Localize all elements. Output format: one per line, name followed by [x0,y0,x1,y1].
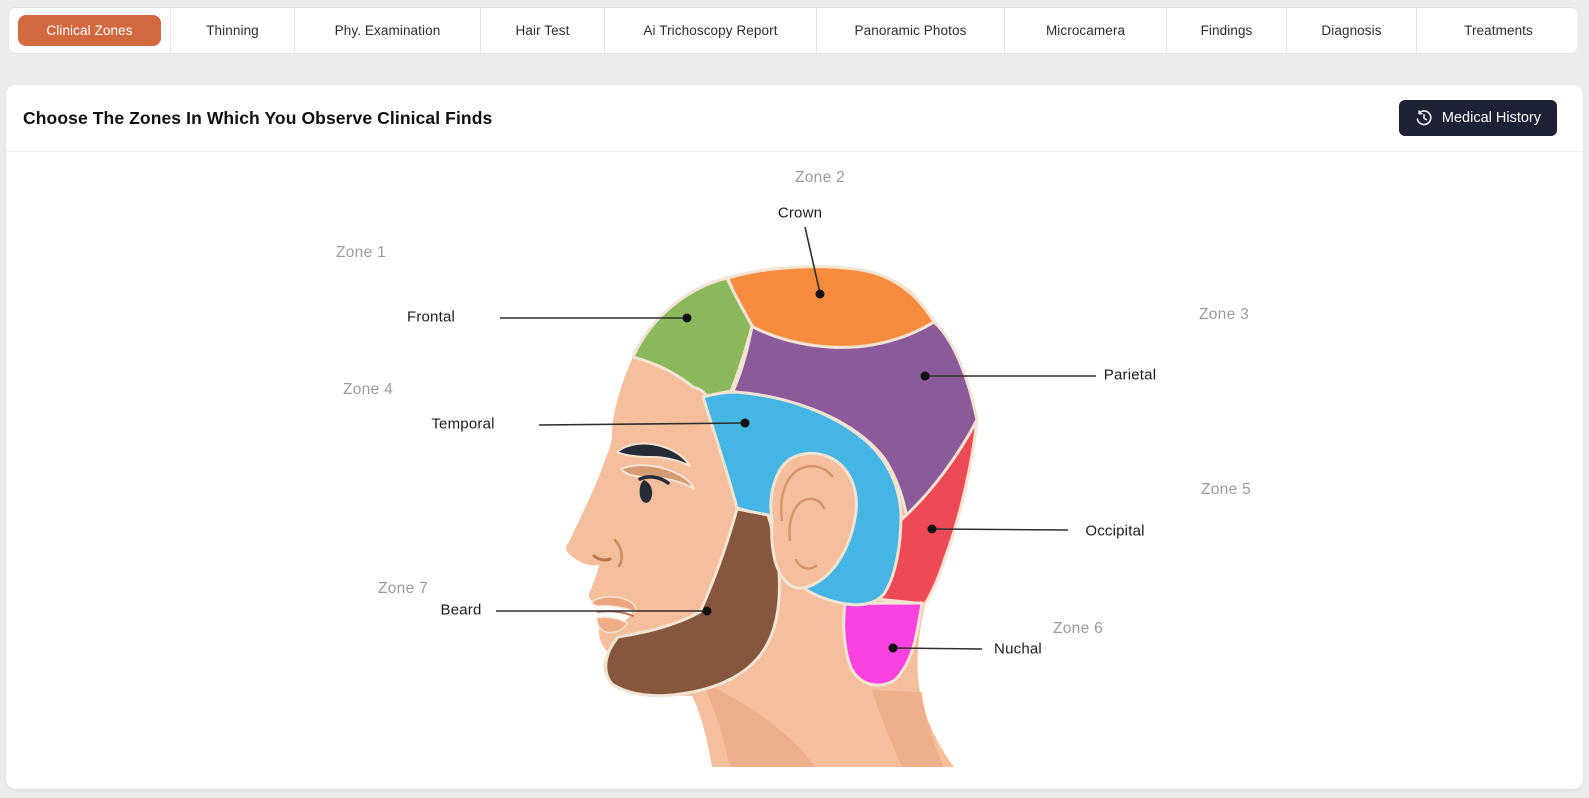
tab-treatments[interactable]: Treatments [1464,23,1533,38]
tab-findings[interactable]: Findings [1167,8,1287,53]
crown-label: Crown [777,204,823,222]
zone-region-nuchal[interactable] [842,601,924,687]
zone3-label: Zone 3 [1198,306,1250,323]
frontal-label: Frontal [406,308,456,326]
crown-leader-line [804,226,825,299]
zone-region-frontal[interactable] [631,276,754,398]
active-tab-pill: Clinical Zones [18,15,161,46]
neck-shadow-nape [872,690,944,767]
beard-label: Beard [440,601,482,619]
nuchal-label: Nuchal [994,640,1042,658]
top-tab-bar: Clinical Zones Thinning Phy. Examination… [8,7,1579,54]
tab-clinical-zones[interactable]: Clinical Zones [9,8,171,53]
medical-history-label: Medical History [1441,110,1541,126]
facial-features [591,442,695,634]
parietal-label: Parietal [1103,366,1157,384]
tab-ai-trichoscopy-report[interactable]: Ai Trichoscopy Report [605,8,817,53]
zone2-label: Zone 2 [794,169,846,186]
temporal-leader-line [538,418,750,428]
clock-history-icon [1416,110,1432,126]
leader-lines [496,226,1096,653]
card-header: Choose The Zones In Which You Observe Cl… [6,85,1583,152]
ear [769,451,858,590]
zone5-label: Zone 5 [1200,481,1252,498]
neck-shadow-front [700,680,815,767]
beard-leader-line [496,606,712,616]
tab-hair-test[interactable]: Hair Test [481,8,605,53]
frontal-leader-line [500,313,692,323]
occipital-leader-line [927,524,1069,534]
tab-microcamera[interactable]: Microcamera [1005,8,1167,53]
parietal-leader-line [920,371,1096,381]
tab-panoramic-photos[interactable]: Panoramic Photos [817,8,1005,53]
zone-region-beard[interactable] [604,507,781,698]
page-title: Choose The Zones In Which You Observe Cl… [23,107,493,128]
tab-diagnosis[interactable]: Diagnosis [1287,8,1417,53]
zone6-label: Zone 6 [1052,620,1104,637]
zone4-label: Zone 4 [342,381,394,398]
tab-phy-examination[interactable]: Phy. Examination [295,8,481,53]
medical-history-button[interactable]: Medical History [1398,100,1557,136]
temporal-label: Temporal [431,415,495,433]
zone7-label: Zone 7 [377,580,429,597]
occipital-label: Occipital [1085,522,1145,540]
nuchal-leader-line [888,643,983,653]
tab-thinning[interactable]: Thinning [171,8,295,53]
zone1-label: Zone 1 [335,244,387,261]
